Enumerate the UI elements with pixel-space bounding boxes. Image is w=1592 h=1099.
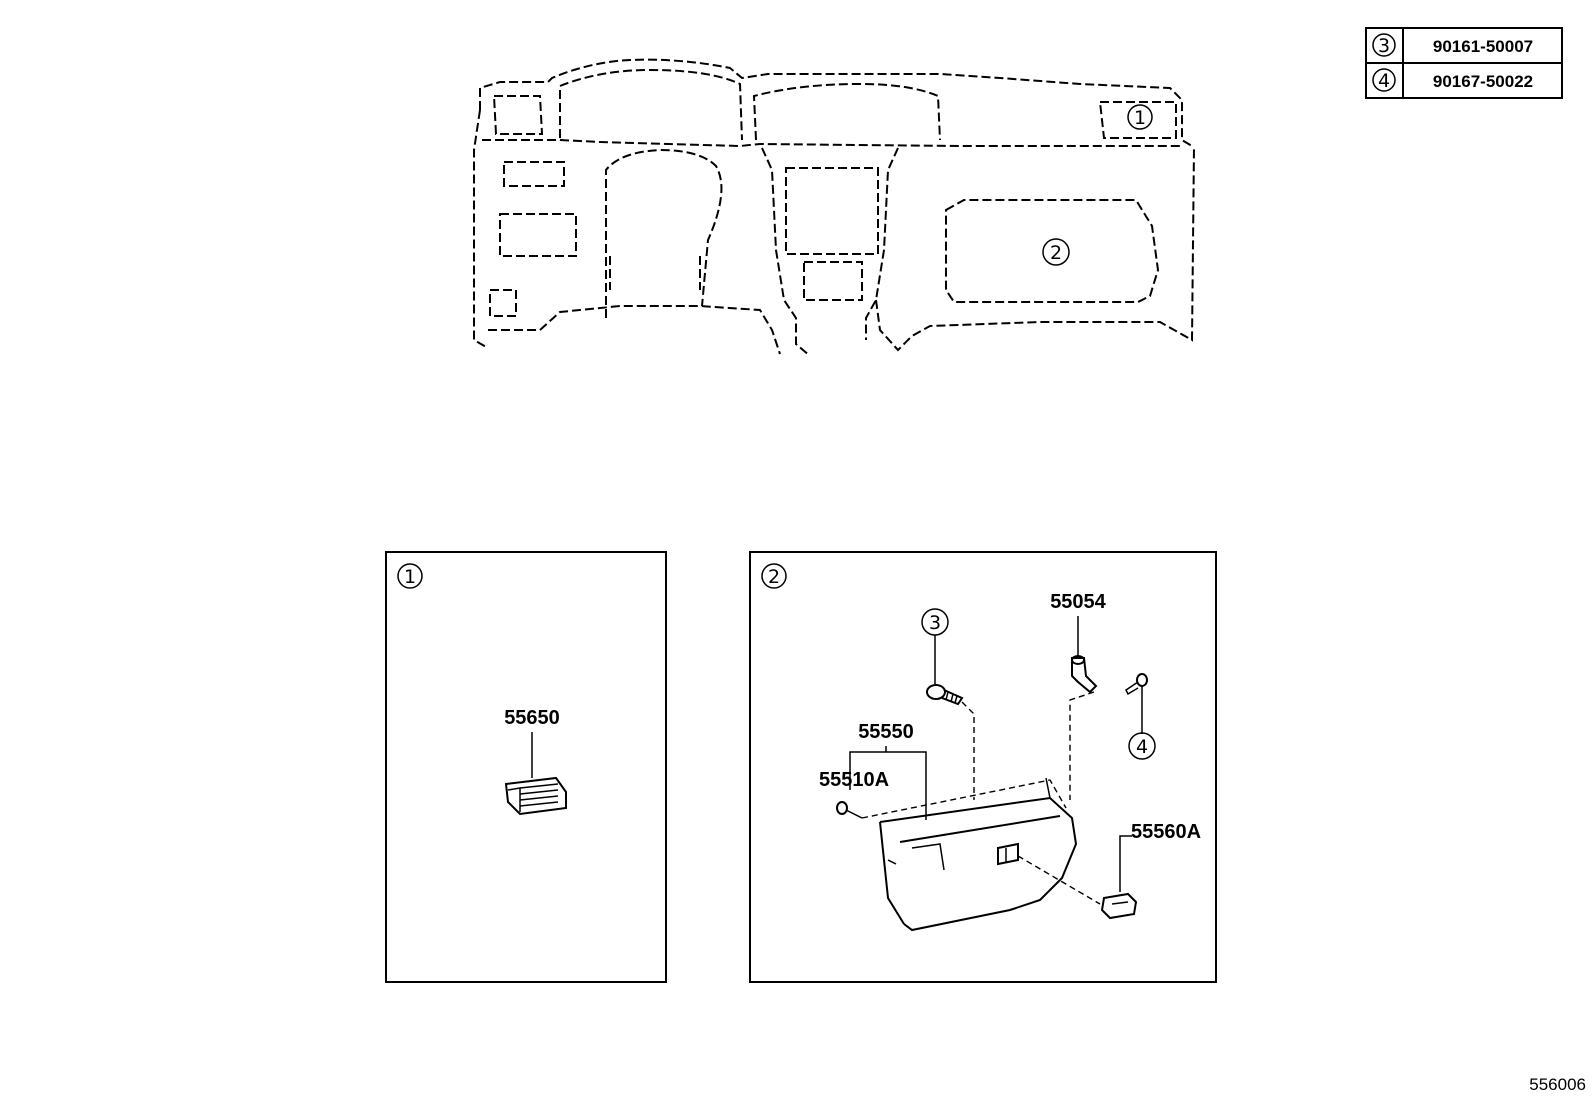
fastener-table-row: 3 90161-50007	[1372, 33, 1533, 57]
callout-circle-icon	[1128, 732, 1156, 760]
callout-circle-icon	[1372, 68, 1396, 92]
lock-catch-icon	[1100, 892, 1138, 920]
callout-circle-icon	[397, 563, 423, 589]
instrument-panel-outline-icon: 1 2	[473, 58, 1195, 357]
detail-box-2: 2 3 55054 4 55550 55510A	[749, 551, 1217, 983]
fastener-table-row: 4 90167-50022	[1372, 68, 1533, 92]
fastener-marker-3: 3	[929, 612, 941, 634]
striker-bolt-icon	[1071, 655, 1098, 694]
part-label-55550: 55550	[858, 721, 914, 743]
fastener-marker-4: 4	[1136, 736, 1148, 758]
fastener-table: 3 90161-50007 4 90167-50022	[1365, 27, 1563, 99]
screw-icon	[1125, 673, 1148, 696]
air-vent-register-icon	[504, 776, 567, 816]
overview-marker-1: 1	[1134, 107, 1146, 129]
callout-circle-icon	[761, 563, 787, 589]
callout-circle-icon	[1372, 33, 1396, 57]
callout-circle-icon	[1042, 238, 1070, 266]
table-part-number: 90167-50022	[1433, 72, 1533, 91]
table-part-number: 90161-50007	[1433, 37, 1533, 56]
detail-1-marker: 1	[404, 566, 416, 588]
detail-box-1: 1 55650	[385, 551, 667, 983]
overview-marker-2: 2	[1050, 242, 1062, 264]
part-label-55510A: 55510A	[819, 769, 889, 791]
callout-circle-icon	[1127, 104, 1153, 130]
glove-box-door-icon	[861, 777, 1078, 932]
screw-icon	[926, 684, 964, 706]
clip-icon	[836, 801, 863, 819]
table-marker: 4	[1378, 70, 1390, 92]
part-label-55054: 55054	[1050, 591, 1106, 613]
table-marker: 3	[1378, 35, 1390, 57]
detail-2-marker: 2	[768, 566, 780, 588]
part-label-55560A: 55560A	[1131, 821, 1201, 843]
part-label-55650: 55650	[504, 707, 560, 729]
figure-reference-number: 556006	[1529, 1075, 1586, 1094]
